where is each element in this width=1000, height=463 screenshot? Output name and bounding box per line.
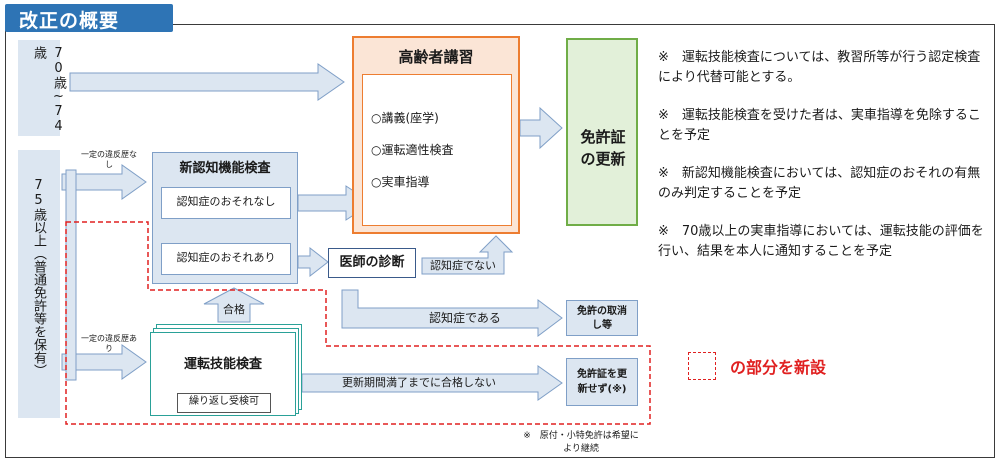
branch-split [65, 169, 77, 381]
note-3: ※ 新認知機能検査においては、認知症のおそれの有無のみ判定することを予定 [658, 166, 981, 201]
arrow-is-dementia [341, 289, 563, 337]
label-no-violation: 一定の違反歴なし [81, 150, 137, 169]
header-tab: 改正の概要 [5, 4, 173, 32]
label-not-dementia: 認知症でない [430, 259, 496, 272]
license-renewal-label: 免許証の更新 [580, 128, 626, 168]
cognitive-test-box: 新認知機能検査 認知症のおそれなし 認知症のおそれあり [152, 152, 298, 284]
new-section-outline [65, 221, 651, 425]
arrow-risk-to-doctor [297, 246, 329, 278]
label-fail-until-expiry: 更新期間満了までに合格しない [342, 376, 496, 389]
legend-dashed-box [688, 352, 716, 380]
label-violation: 一定の違反歴あり [81, 334, 137, 353]
arrow-passed [203, 287, 265, 323]
label-passed: 合格 [223, 303, 245, 316]
course-item-lecture: ○講義(座学) [371, 111, 439, 125]
age-group-75-plus: 75歳以上（普通免許等を保有） [18, 150, 60, 418]
arrow-course-to-renewal [519, 106, 563, 150]
arrow-not-dementia [421, 235, 514, 275]
moped-footnote: ※ 原付・小特免許は希望により継続 [523, 431, 639, 454]
course-item-road-training: ○実車指導 [371, 175, 430, 189]
result-risk: 認知症のおそれあり [161, 243, 291, 275]
note-4: ※ 70歳以上の実車指導においては、運転技能の評価を行い、結果を本人に通知するこ… [658, 224, 984, 259]
page-title: 改正の概要 [19, 10, 120, 32]
skill-test-title: 運転技能検査 [183, 357, 262, 372]
skill-test-box: 運転技能検査 繰り返し受検可 [150, 332, 296, 416]
doctor-diagnosis-box: 医師の診断 [328, 248, 416, 278]
cognitive-test-title: 新認知機能検査 [179, 161, 271, 176]
label-is-dementia: 認知症である [429, 311, 501, 325]
retake-allowed: 繰り返し受検可 [177, 393, 271, 413]
note-2: ※ 運転技能検査を受けた者は、実車指導を免除することを予定 [658, 108, 981, 143]
note-1: ※ 運転技能検査については、教習所等が行う認定検査により代替可能とする。 [658, 50, 981, 85]
license-renewal-box: 免許証の更新 [566, 38, 638, 226]
no-renewal-box: 免許証を更新せず(※) [566, 358, 638, 406]
legend-label: の部分を新設 [730, 358, 827, 377]
age-group-70-74: 70歳~74歳 [18, 40, 66, 136]
senior-course-box: 高齢者講習 ○講義(座学) ○運転適性検査 ○実車指導 [352, 36, 520, 234]
diagram-frame [5, 24, 995, 458]
result-no-risk: 認知症のおそれなし [161, 187, 291, 219]
arrow-fail [301, 365, 563, 401]
senior-course-items: ○講義(座学) ○運転適性検査 ○実車指導 [362, 74, 512, 226]
senior-course-title: 高齢者講習 [398, 48, 474, 66]
license-revocation-box: 免許の取消し等 [566, 300, 638, 336]
arrow-70-74-to-course [69, 63, 345, 101]
course-item-aptitude: ○運転適性検査 [371, 143, 454, 157]
